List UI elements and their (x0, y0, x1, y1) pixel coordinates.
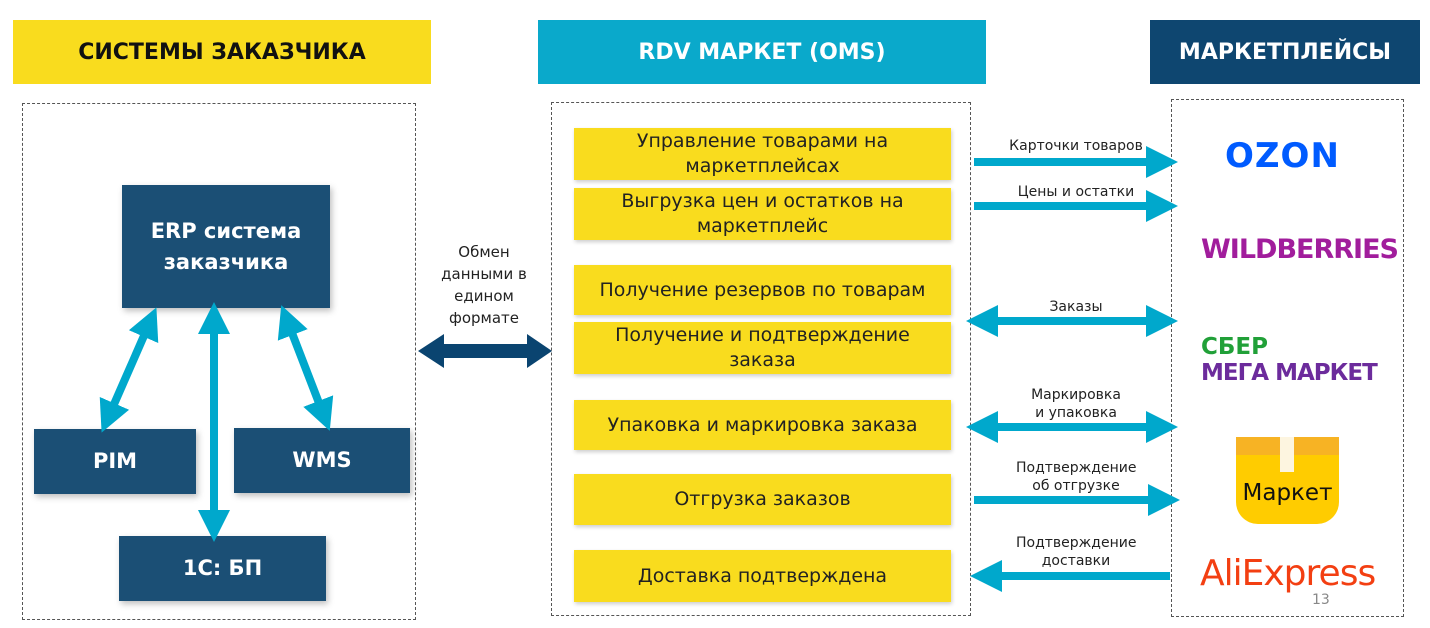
oms-function: Выгрузка цен и остатков на маркетплейс (574, 188, 951, 240)
sber-logo: СБЕР МЕГА МАРКЕТ (1201, 334, 1378, 386)
oms-function: Получение резервов по товарам (574, 265, 951, 315)
box-tape-icon (1280, 437, 1294, 472)
exchange-label: Обмен данными в едином формате (441, 243, 527, 327)
exchange-arrow (418, 334, 552, 368)
oms-function: Получение и подтверждение заказа (574, 322, 951, 374)
flow-label: Подтверждение об отгрузке (1016, 460, 1137, 494)
marketplaces-group (1171, 99, 1404, 617)
arrow-erp-pim (99, 307, 159, 433)
header-marketplaces: МАРКЕТПЛЕЙСЫ (1150, 20, 1420, 84)
pim-box: PIM (34, 429, 196, 494)
customer-systems-group (22, 103, 416, 620)
flow-label: Подтверждение доставки (1016, 535, 1137, 569)
oms-function: Отгрузка заказов (574, 474, 951, 525)
sber-logo-line2: МЕГА МАРКЕТ (1201, 360, 1378, 386)
yandex-market-logo: Маркет (1236, 437, 1339, 524)
ozon-logo: OZON (1225, 136, 1340, 176)
header-customer-systems: СИСТЕМЫ ЗАКАЗЧИКА (13, 20, 431, 84)
wms-box: WMS (234, 428, 410, 493)
yandex-market-text: Маркет (1242, 480, 1333, 506)
arrow-erp-wms (277, 305, 334, 431)
oms-function: Упаковка и маркировка заказа (574, 400, 951, 450)
oms-function: Доставка подтверждена (574, 550, 951, 602)
sber-logo-line1: СБЕР (1201, 334, 1268, 360)
onec-box: 1С: БП (119, 536, 326, 601)
header-oms: RDV МАРКЕТ (OMS) (538, 20, 986, 84)
flow-label: Карточки товаров (1009, 138, 1143, 154)
page-number: 13 (1312, 592, 1330, 608)
wildberries-logo: WILDBERRIES (1201, 234, 1399, 265)
erp-box: ERP система заказчика (122, 185, 330, 308)
aliexpress-logo: AliExpress (1200, 553, 1376, 594)
oms-group (551, 102, 971, 616)
flow-label: Цены и остатки (1017, 184, 1135, 200)
oms-function: Управление товарами на маркетплейсах (574, 128, 951, 180)
